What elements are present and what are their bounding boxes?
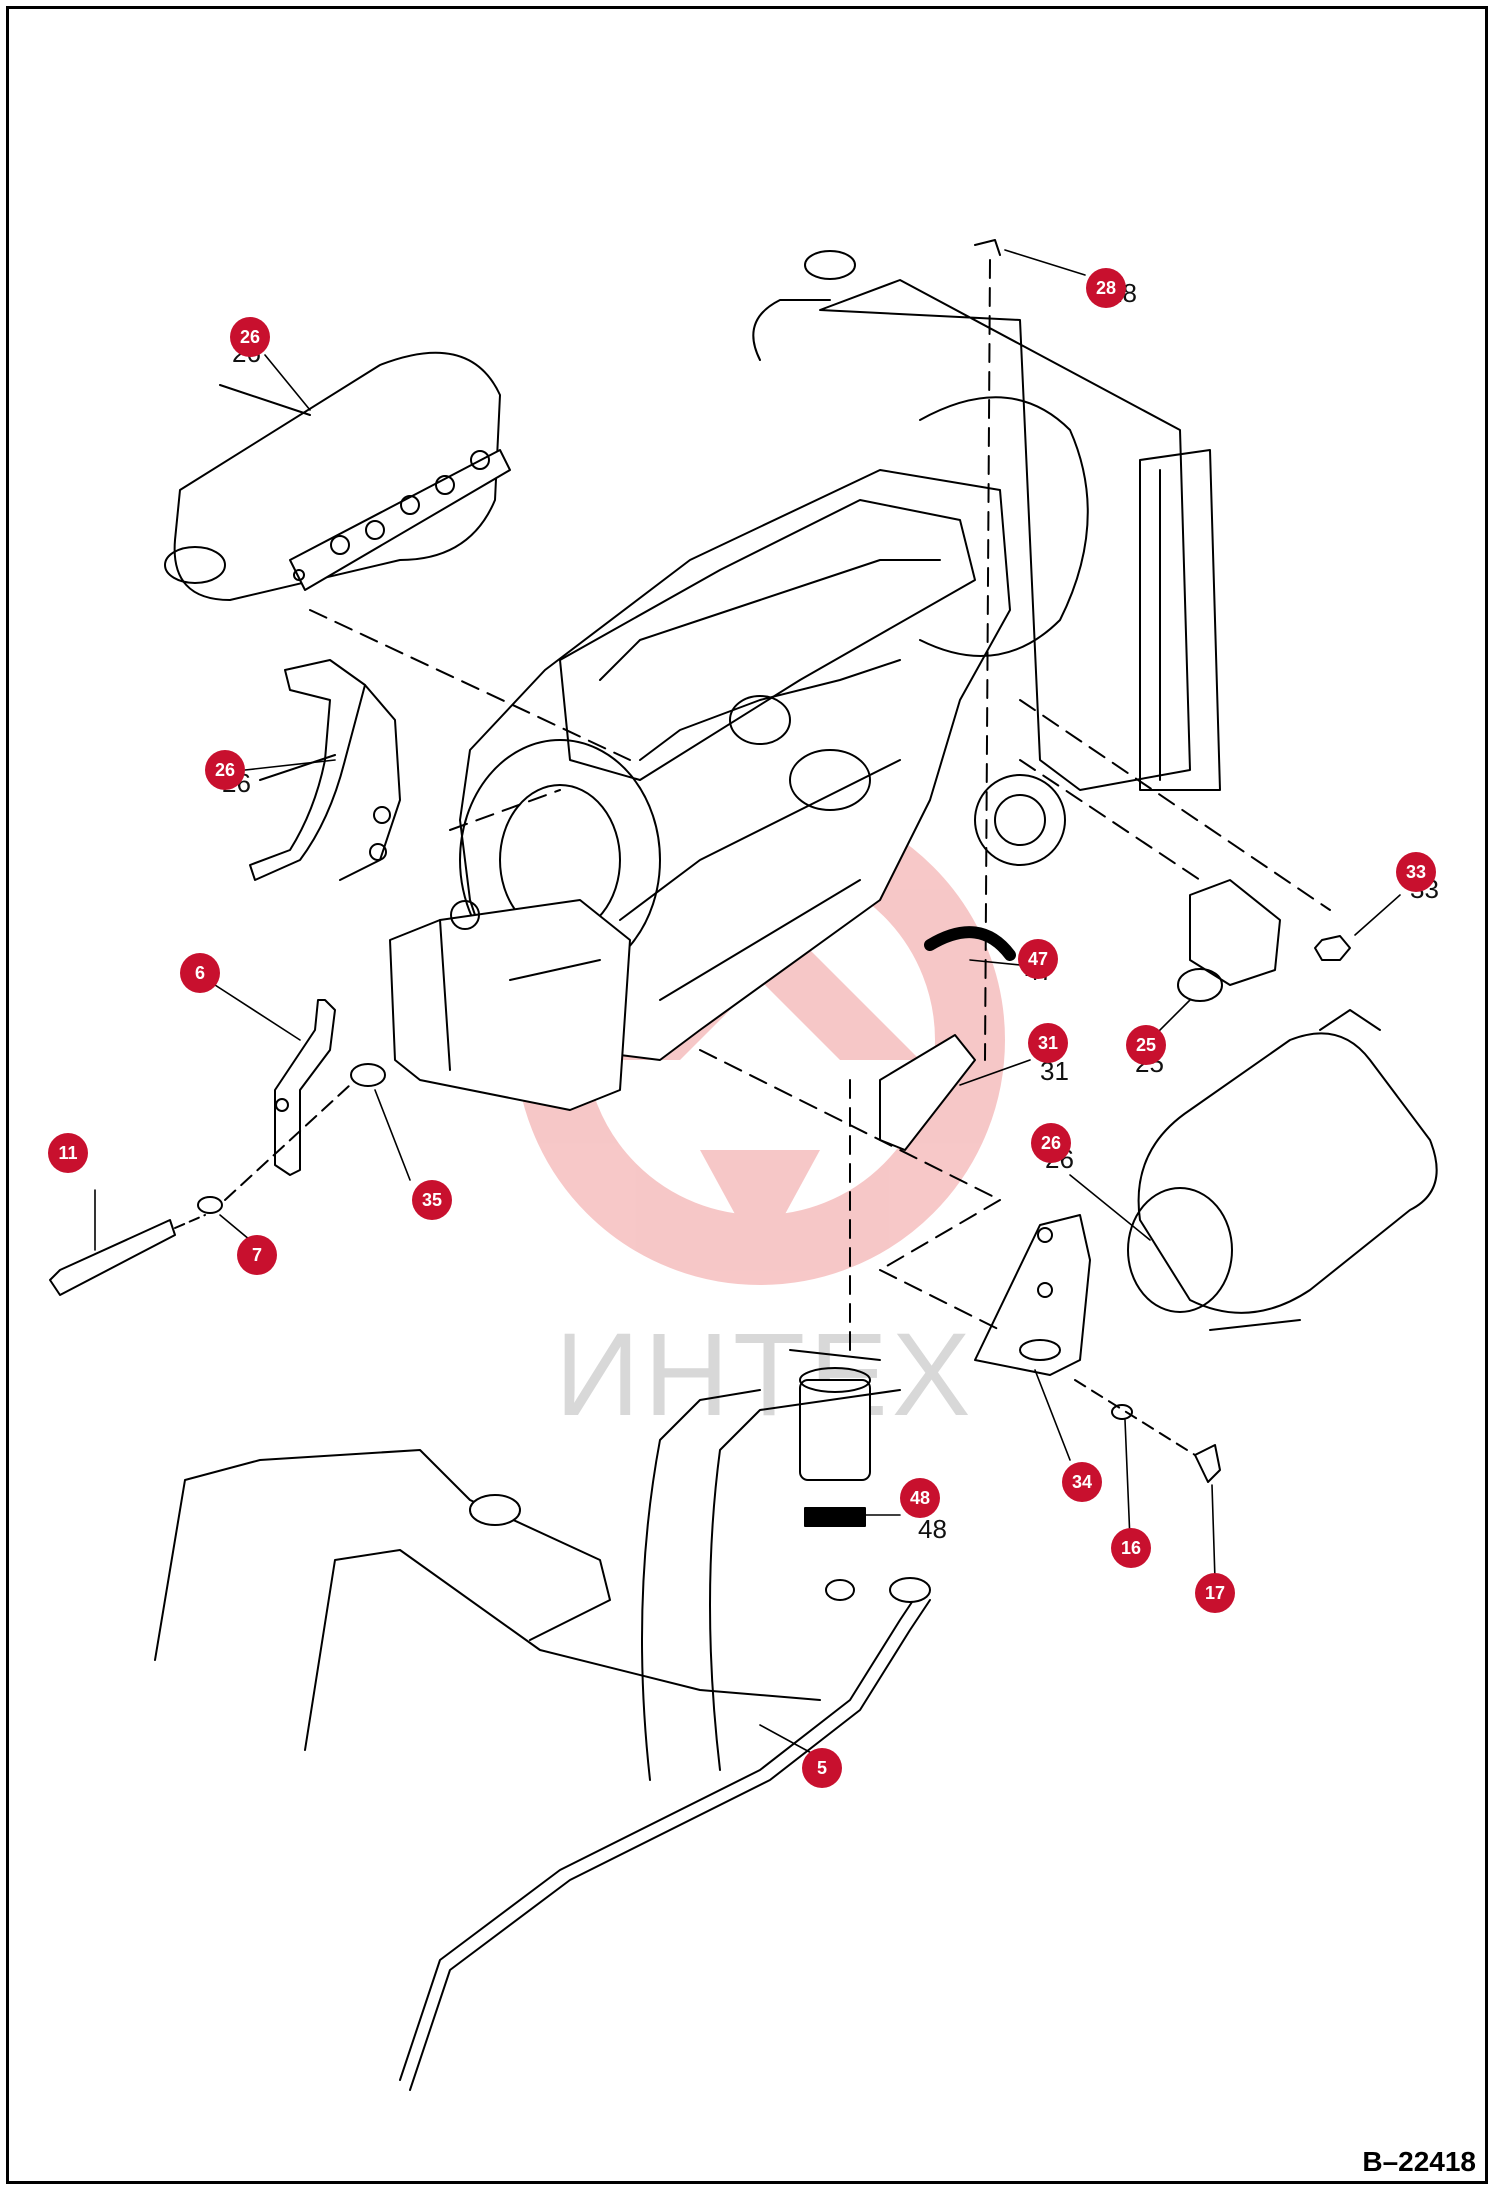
radiator-part bbox=[752, 250, 1221, 791]
callout-circle bbox=[1018, 939, 1058, 979]
callout-circle bbox=[1031, 1123, 1071, 1163]
callout-circle bbox=[900, 1478, 940, 1518]
callout-circle bbox=[1111, 1528, 1151, 1568]
assembly-lines bbox=[309, 259, 1331, 1361]
callout-label: 25 bbox=[1136, 1035, 1156, 1055]
filter-gasket-47 bbox=[924, 926, 1016, 961]
callout-circle bbox=[412, 1180, 452, 1220]
clip-28 bbox=[974, 239, 1001, 256]
svg-text:48: 48 bbox=[918, 1514, 947, 1544]
callout-c11: 11 bbox=[48, 1133, 88, 1173]
callout-c34: 34 bbox=[1062, 1462, 1102, 1502]
fuel-lines-5 bbox=[154, 1389, 931, 2091]
bracket-part-34 bbox=[974, 1214, 1091, 1376]
callout-circle bbox=[1195, 1573, 1235, 1613]
callout-c16: 16 bbox=[1111, 1528, 1151, 1568]
callout-circle bbox=[48, 1133, 88, 1173]
fuel-filter-48 bbox=[789, 1349, 881, 1527]
nut-33 bbox=[1314, 935, 1351, 961]
callout-label: 17 bbox=[1205, 1583, 1225, 1603]
callout-c28: 28 bbox=[1086, 268, 1126, 308]
bolt-11 bbox=[49, 1214, 206, 1296]
callout-label: 7 bbox=[252, 1245, 262, 1265]
callout-label: 47 bbox=[1028, 949, 1048, 969]
callout-circle bbox=[802, 1748, 842, 1788]
callout-label: 26 bbox=[1041, 1133, 1061, 1153]
callout-label: 33 bbox=[1406, 862, 1426, 882]
solenoid-part bbox=[1177, 879, 1281, 1002]
callout-c47: 47 bbox=[1018, 939, 1058, 979]
starter-part bbox=[1127, 1009, 1438, 1331]
callout-circle bbox=[230, 317, 270, 357]
callout-c26a: 26 bbox=[230, 317, 270, 357]
callout-c48: 48 bbox=[900, 1478, 940, 1518]
muffler-part bbox=[164, 351, 511, 601]
callout-label: 5 bbox=[817, 1758, 827, 1778]
callout-c6: 6 bbox=[180, 953, 220, 993]
callout-c33: 33 bbox=[1396, 852, 1436, 892]
callout-label: 48 bbox=[910, 1488, 930, 1508]
bolt-17 bbox=[1194, 1444, 1221, 1483]
callout-c17: 17 bbox=[1195, 1573, 1235, 1613]
watermark-text: ИНТЕХ bbox=[555, 1309, 975, 1441]
callout-label: 6 bbox=[195, 963, 205, 983]
callout-circle bbox=[1086, 268, 1126, 308]
spacer-35 bbox=[350, 1063, 386, 1087]
callout-label: 16 bbox=[1121, 1538, 1141, 1558]
callout-circle bbox=[1028, 1023, 1068, 1063]
callout-c25: 25 bbox=[1126, 1025, 1166, 1065]
callout-label: 28 bbox=[1096, 278, 1116, 298]
cover-plate-31 bbox=[879, 1034, 976, 1151]
callout-label: 11 bbox=[58, 1143, 77, 1163]
callout-markers: 26 28 26 33 6 47 31 25 11 35 26 7 34 48 16 17 5 bbox=[48, 268, 1436, 1788]
callout-c5: 5 bbox=[802, 1748, 842, 1788]
callout-label: 31 bbox=[1038, 1033, 1058, 1053]
drawing-frame bbox=[6, 6, 1488, 2184]
callout-label: 26 bbox=[240, 327, 260, 347]
callout-circle bbox=[205, 750, 245, 790]
callout-circle bbox=[237, 1235, 277, 1275]
control-box-part bbox=[389, 899, 631, 1111]
callout-c26c: 26 bbox=[1031, 1123, 1071, 1163]
callout-c26b: 26 bbox=[205, 750, 245, 790]
bracket-part-6 bbox=[274, 999, 336, 1176]
heat-shield-part bbox=[249, 659, 401, 881]
washer-16 bbox=[1111, 1404, 1133, 1420]
leader-lines bbox=[94, 249, 1401, 1756]
callout-circle bbox=[1062, 1462, 1102, 1502]
drawing-number: B–22418 bbox=[1362, 2146, 1476, 2177]
callout-circle bbox=[1126, 1025, 1166, 1065]
callout-label: 34 bbox=[1072, 1472, 1092, 1492]
callout-circle bbox=[180, 953, 220, 993]
callout-label: 35 bbox=[422, 1190, 442, 1210]
callout-circle bbox=[1396, 852, 1436, 892]
callout-c31: 31 bbox=[1028, 1023, 1068, 1063]
washer-7 bbox=[197, 1196, 223, 1214]
engine-block bbox=[459, 469, 1066, 1061]
callout-c35: 35 bbox=[412, 1180, 452, 1220]
callout-label: 26 bbox=[215, 760, 235, 780]
callout-c7: 7 bbox=[237, 1235, 277, 1275]
